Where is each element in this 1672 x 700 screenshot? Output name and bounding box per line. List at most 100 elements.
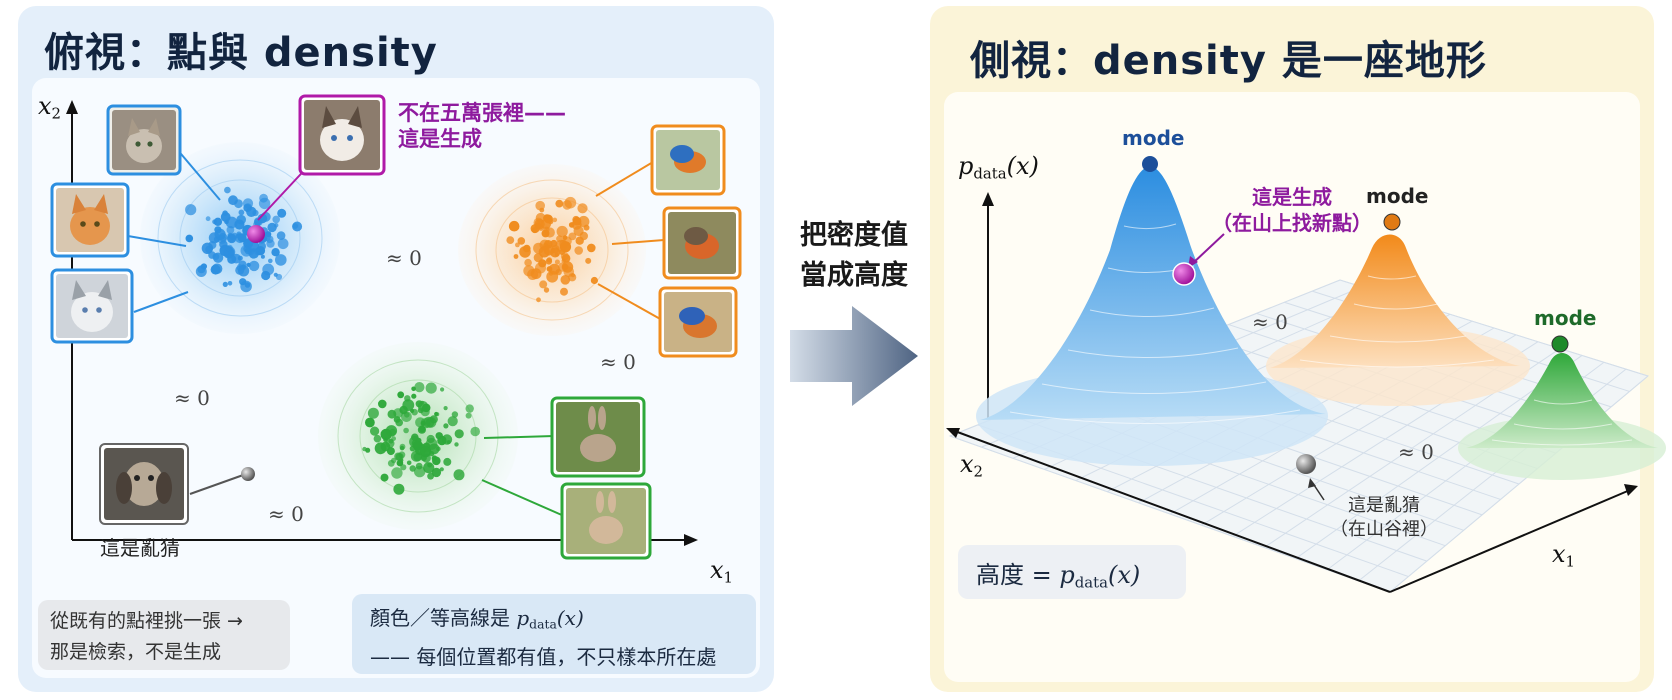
sample-dot — [508, 220, 520, 232]
sample-dot — [222, 210, 228, 216]
sample-dot — [248, 248, 259, 259]
mode-peak-orange — [1383, 213, 1401, 231]
sample-dot — [391, 457, 397, 464]
sample-dot — [227, 254, 237, 264]
sample-dot — [391, 467, 403, 479]
sample-dot — [568, 222, 575, 228]
approx-zero-label: ≈ 0 — [174, 386, 210, 410]
sample-dot — [273, 272, 278, 277]
sample-dot — [545, 258, 553, 265]
transform-arrow — [790, 306, 918, 406]
z-axis-label: pdata(x) — [958, 152, 1039, 183]
sample-dot — [536, 297, 541, 303]
generated-pointer — [1191, 233, 1225, 265]
sample-dot — [535, 262, 546, 274]
sample-dot — [585, 257, 592, 264]
mountain-orange — [1266, 234, 1530, 406]
sample-dot — [543, 226, 550, 233]
sample-dot — [418, 425, 426, 433]
sample-dot — [277, 238, 289, 250]
sample-dot — [409, 436, 421, 448]
sample-dot — [552, 217, 558, 223]
retrieval-note-box: 從既有的點裡挑一張 → 那是檢索，不是生成 — [38, 600, 290, 670]
sample-dot — [222, 281, 228, 287]
sample-dot — [292, 223, 299, 229]
random-guess-note-3d: 這是亂猜 （在山谷裡） — [1330, 495, 1438, 540]
sample-dot — [523, 265, 535, 277]
sample-dot — [587, 243, 596, 253]
top-view-panel: 俯視：點與 density — [18, 6, 774, 692]
sample-dot — [244, 282, 251, 288]
sample-dot — [237, 255, 243, 261]
sample-dot — [465, 412, 472, 419]
sample-dot — [590, 276, 599, 285]
mode-peak-blue — [1142, 156, 1158, 172]
sample-dot — [539, 207, 545, 213]
sample-dot — [423, 446, 430, 453]
sample-dot — [572, 216, 582, 226]
right-axes — [946, 192, 1638, 593]
approx-zero-label: ≈ 0 — [1398, 440, 1434, 464]
sample-dot — [440, 387, 445, 392]
x2-axis-line — [951, 429, 1391, 593]
random-guess-label: 這是亂猜 — [100, 536, 180, 560]
generated-note-3d: 這是生成 （在山上找新點） — [1212, 185, 1372, 235]
sample-dot — [259, 193, 268, 203]
sample-dot — [434, 411, 439, 417]
sample-dot — [568, 232, 577, 241]
sample-dot — [248, 260, 260, 272]
sample-dot — [413, 452, 422, 462]
sample-dot — [378, 399, 387, 409]
mode-peak-green — [1551, 335, 1569, 353]
sample-dot — [561, 261, 574, 273]
sample-dot — [243, 204, 252, 212]
sample-dot — [415, 417, 426, 428]
thumbnail-dog-hybrid — [99, 443, 189, 525]
sample-dot — [429, 451, 435, 457]
sample-dot — [271, 248, 280, 257]
sample-dot — [454, 429, 464, 439]
sample-dot — [235, 265, 245, 275]
sample-dot — [262, 263, 275, 276]
sample-dot — [421, 453, 431, 463]
thumbnail-bluebird-2 — [658, 286, 738, 358]
sample-dot — [540, 218, 552, 230]
sample-dot — [387, 409, 397, 419]
sample-dot — [427, 472, 434, 480]
sample-dot — [513, 254, 519, 259]
sample-dot — [237, 233, 247, 243]
thumbnail-ragdoll-cat — [298, 94, 386, 176]
mode-label-green: mode — [1534, 306, 1597, 330]
sample-dot — [403, 427, 409, 434]
sample-dot — [564, 196, 577, 209]
sample-dot — [365, 447, 371, 453]
sample-dot — [238, 209, 245, 216]
density-note-box: 顏色／等高線是 pdata(x) —— 每個位置都有值，不只樣本所在處 — [352, 594, 756, 674]
sample-dot — [583, 224, 590, 231]
sample-dot — [431, 467, 442, 478]
sample-dot — [385, 425, 398, 437]
sample-dot — [556, 225, 568, 238]
grid-line — [1389, 375, 1649, 593]
sample-dot — [465, 404, 474, 413]
sample-dot — [574, 246, 583, 255]
sample-dot — [517, 237, 526, 245]
sample-dot — [443, 457, 452, 466]
sample-points — [185, 186, 599, 495]
sample-dot — [402, 399, 415, 411]
sample-dot — [227, 281, 233, 286]
sample-dot — [414, 465, 426, 478]
sample-dot — [421, 403, 431, 413]
generated-note: 不在五萬張裡—— 這是生成 — [398, 101, 566, 151]
sample-dot — [559, 241, 572, 253]
mode-label-orange: mode — [1366, 184, 1429, 208]
height-formula-box: 高度 = pdata(x) — [958, 545, 1186, 599]
sample-dot — [454, 442, 459, 447]
sample-dot — [214, 226, 222, 234]
approx-zero-label: ≈ 0 — [600, 350, 636, 374]
sample-dot — [515, 242, 520, 248]
sample-dot — [226, 226, 235, 234]
sample-dot — [226, 233, 237, 244]
sample-dot — [385, 439, 395, 448]
